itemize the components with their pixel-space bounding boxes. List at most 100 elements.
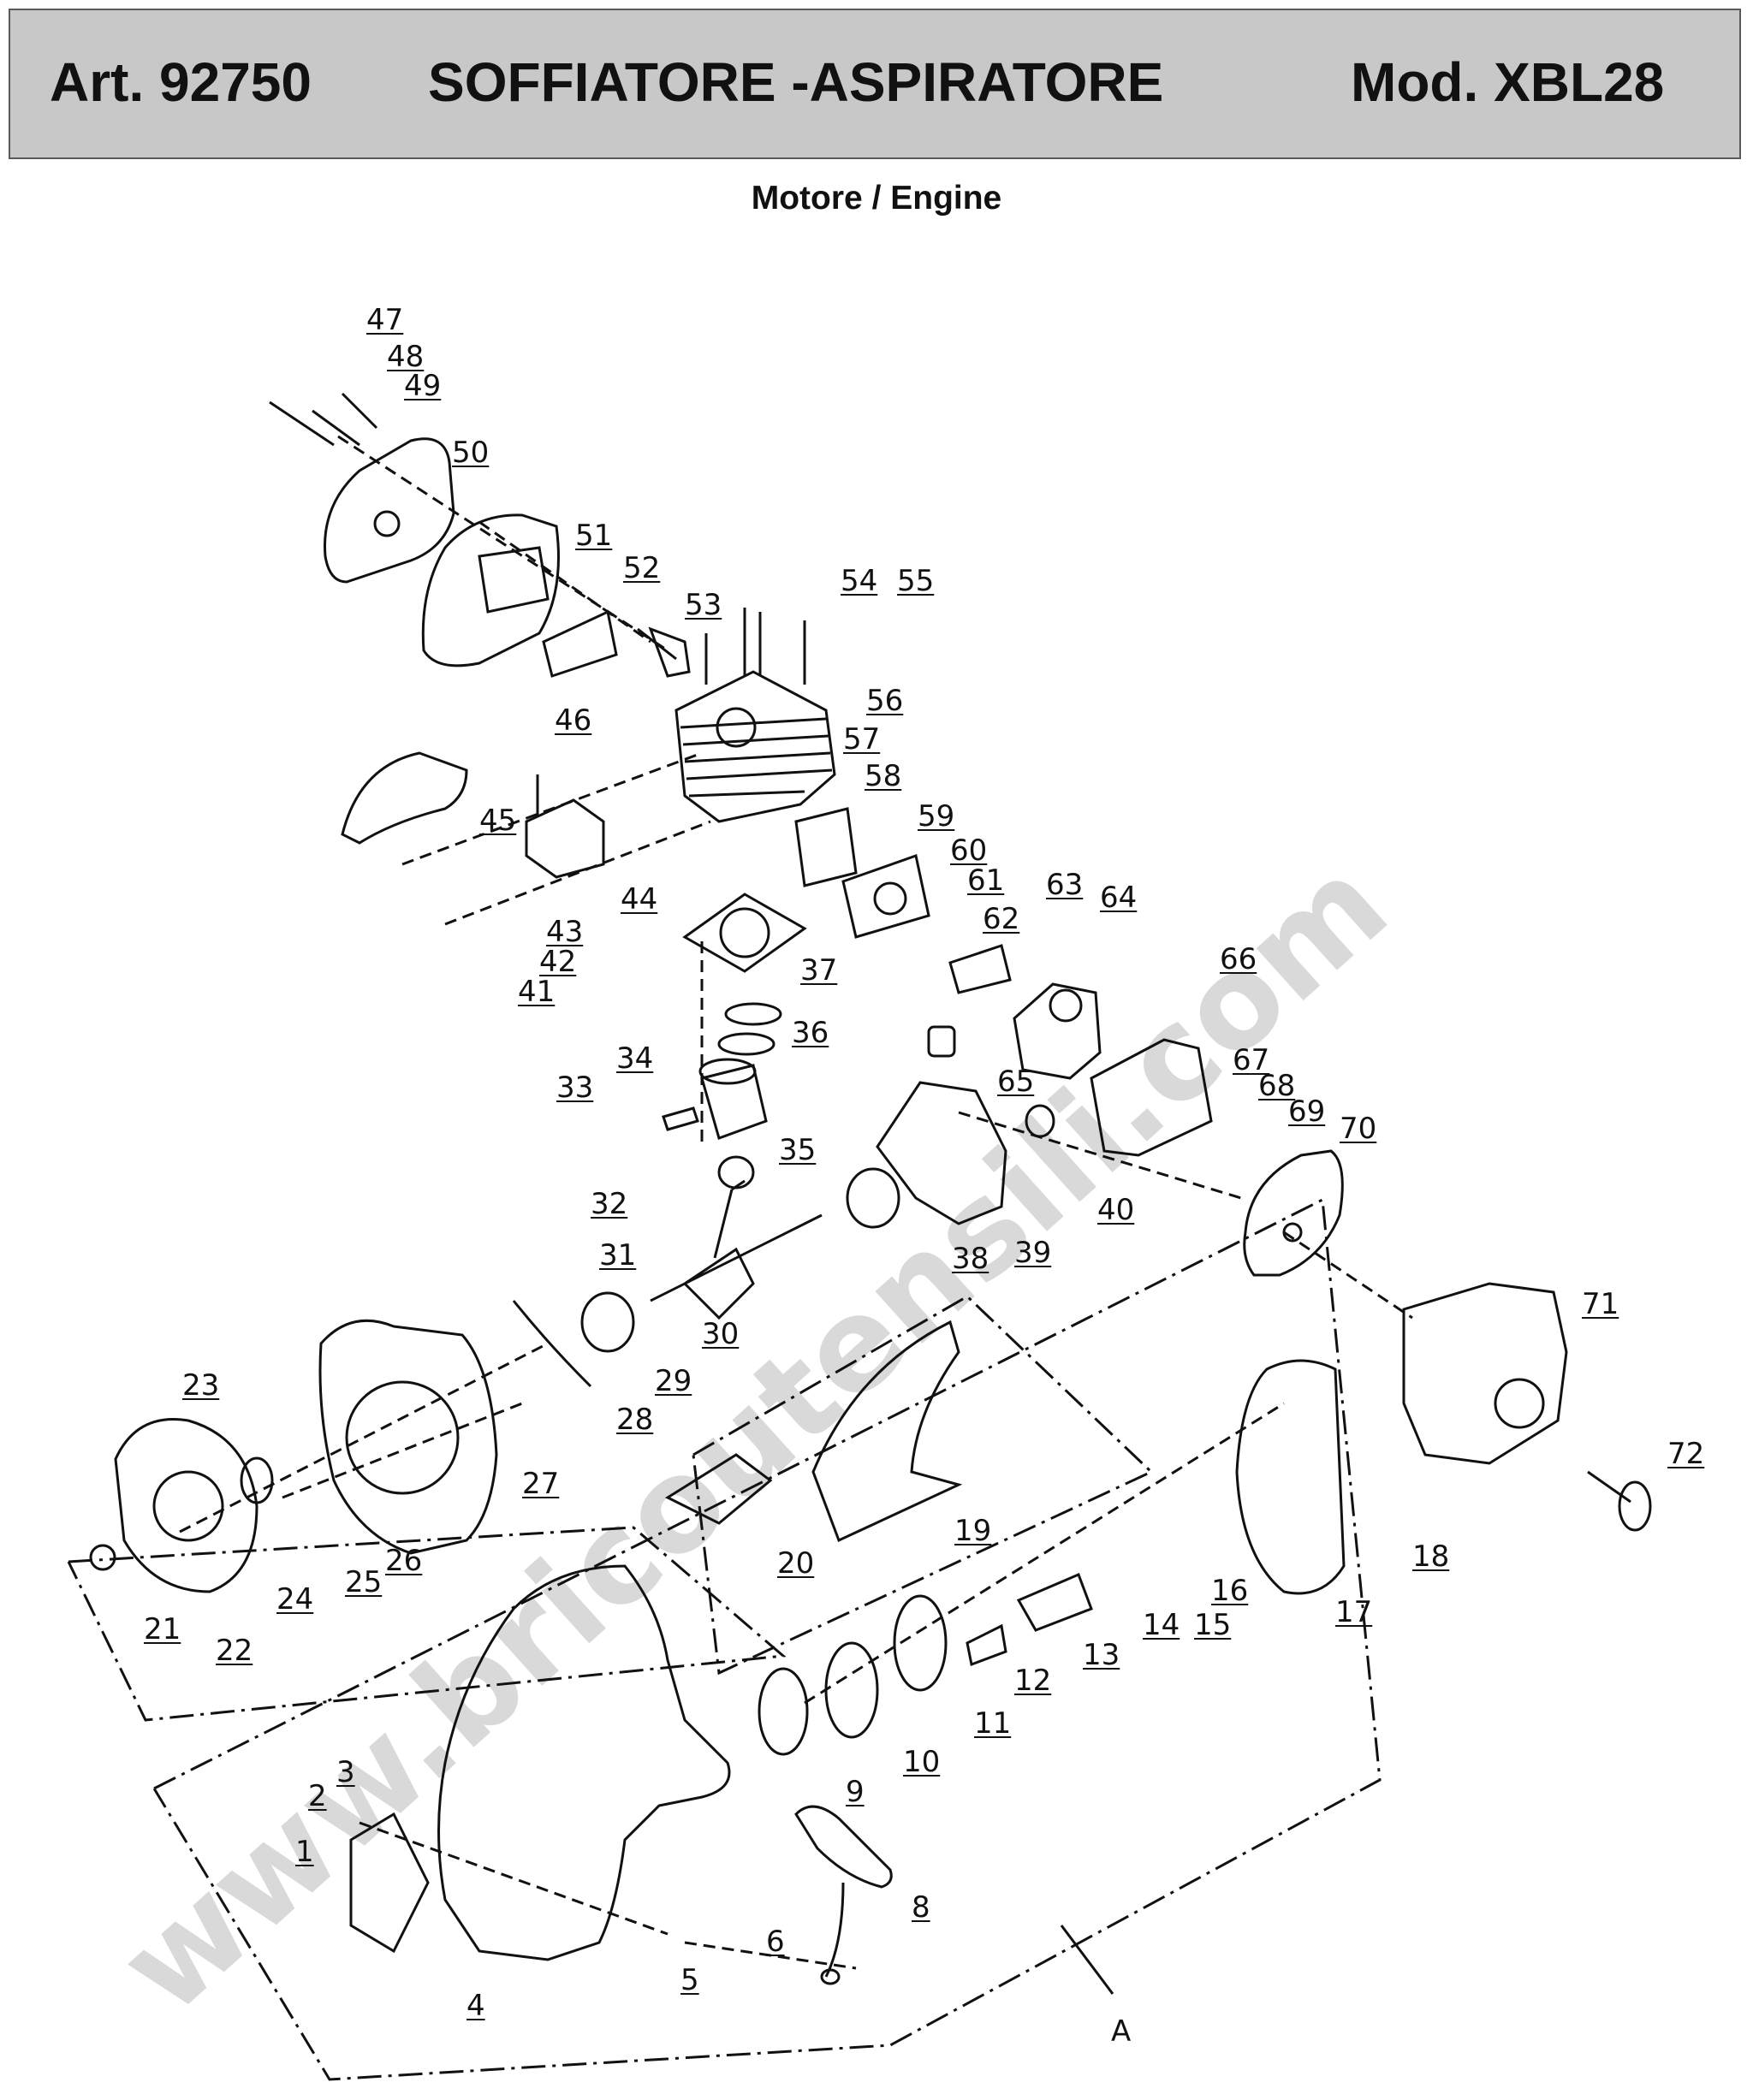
- part-label-39: 39: [1014, 1236, 1051, 1270]
- starter-cup: [893, 1594, 948, 1692]
- part-label-71: 71: [1582, 1287, 1619, 1321]
- part-label-4: 4: [466, 1989, 485, 2023]
- part-label-35: 35: [779, 1133, 816, 1167]
- part-drawings: [67, 392, 1652, 2081]
- part-label-72: 72: [1667, 1437, 1704, 1471]
- part-label-65: 65: [997, 1065, 1034, 1099]
- main-housing: [437, 1564, 731, 1961]
- bracket: [664, 1453, 773, 1525]
- part-label-40: 40: [1097, 1193, 1134, 1227]
- piston: [700, 1064, 768, 1140]
- part-label-50: 50: [452, 436, 489, 470]
- part-label-20: 20: [777, 1546, 814, 1581]
- starter-pulley: [758, 1667, 809, 1756]
- part-label-17: 17: [1335, 1595, 1372, 1629]
- recoil-spring: [824, 1641, 879, 1739]
- part-label-66: 66: [1220, 942, 1257, 976]
- carburetor: [1013, 982, 1102, 1080]
- part-label-28: 28: [616, 1403, 653, 1437]
- part-label-46: 46: [555, 703, 591, 738]
- part-label-58: 58: [865, 759, 901, 793]
- part-label-25: 25: [345, 1565, 382, 1599]
- intake-manifold: [841, 854, 930, 939]
- part-label-69: 69: [1288, 1094, 1325, 1129]
- part-label-15: 15: [1194, 1608, 1231, 1642]
- cylinder: [674, 670, 836, 823]
- base-gasket: [682, 893, 807, 973]
- part-label-13: 13: [1083, 1638, 1120, 1672]
- impeller-fan: [811, 1320, 963, 1543]
- part-label-64: 64: [1100, 881, 1137, 915]
- air-filter-housing: [421, 513, 560, 667]
- part-label-49: 49: [404, 369, 441, 403]
- boundary-flywheel: [67, 1526, 787, 1722]
- part-label-52: 52: [623, 551, 660, 585]
- part-label-56: 56: [866, 684, 903, 718]
- air-filter-cover: [324, 437, 455, 584]
- part-label-60: 60: [950, 833, 987, 868]
- boundary-group-a: [152, 1197, 1382, 2081]
- part-label-51: 51: [575, 519, 612, 553]
- flywheel: [114, 1418, 258, 1593]
- fan-housing: [318, 1319, 498, 1555]
- watermark: www.bricoutensili.com: [92, 830, 1416, 2042]
- ignition-coil: [525, 798, 605, 879]
- pawl-hub: [1016, 1573, 1093, 1632]
- part-label-53: 53: [685, 588, 722, 622]
- part-label-34: 34: [616, 1041, 653, 1076]
- part-label-32: 32: [591, 1187, 627, 1221]
- crankcase: [876, 1081, 1007, 1225]
- part-label-38: 38: [952, 1242, 989, 1276]
- starter-housing: [1235, 1359, 1346, 1595]
- part-label-26: 26: [385, 1544, 422, 1578]
- part-label-6: 6: [766, 1925, 785, 1959]
- part-label-63: 63: [1046, 868, 1083, 902]
- crankshaft: [650, 1213, 823, 1320]
- part-label-62: 62: [983, 902, 1019, 936]
- part-label-10: 10: [903, 1745, 940, 1779]
- part-label-16: 16: [1211, 1574, 1248, 1608]
- part-label-43: 43: [546, 915, 583, 949]
- section-subtitle: Motore / Engine: [751, 180, 1002, 217]
- part-label-31: 31: [599, 1238, 636, 1272]
- part-label-29: 29: [655, 1364, 692, 1398]
- article-number: Art. 92750: [50, 51, 312, 113]
- deflector: [341, 751, 468, 845]
- pointer-a: [1060, 1925, 1114, 1995]
- air-filter-element: [1243, 1149, 1344, 1277]
- part-label-2: 2: [308, 1779, 327, 1813]
- part-label-23: 23: [182, 1368, 219, 1403]
- group-label-a: A: [1111, 2014, 1131, 2049]
- part-label-67: 67: [1233, 1043, 1269, 1077]
- part-label-36: 36: [792, 1016, 829, 1050]
- part-label-24: 24: [276, 1582, 313, 1617]
- starter-handle: [794, 1805, 893, 1889]
- intake-gasket: [948, 944, 1012, 994]
- filter-gasket: [542, 609, 618, 678]
- model-number: Mod. XBL28: [1351, 51, 1665, 113]
- part-label-55: 55: [897, 564, 934, 598]
- part-label-57: 57: [843, 722, 880, 756]
- part-label-41: 41: [518, 975, 555, 1009]
- part-label-70: 70: [1340, 1112, 1376, 1146]
- product-name: SOFFIATORE -ASPIRATORE: [428, 51, 1164, 113]
- spring: [966, 1623, 1007, 1667]
- part-label-68: 68: [1258, 1069, 1295, 1103]
- part-label-27: 27: [522, 1467, 559, 1501]
- part-label-33: 33: [556, 1071, 593, 1105]
- part-label-11: 11: [974, 1706, 1011, 1741]
- air-filter-cover-rear: [1402, 1282, 1568, 1465]
- part-label-8: 8: [912, 1890, 930, 1925]
- exhaust-gasket: [794, 807, 858, 887]
- part-label-45: 45: [479, 804, 516, 838]
- part-label-37: 37: [800, 953, 837, 988]
- side-cover: [349, 1812, 430, 1954]
- part-label-5: 5: [680, 1963, 699, 1997]
- part-label-59: 59: [918, 799, 954, 833]
- part-label-44: 44: [621, 882, 657, 917]
- part-label-54: 54: [841, 564, 877, 598]
- part-label-14: 14: [1143, 1608, 1180, 1642]
- part-label-48: 48: [387, 340, 424, 374]
